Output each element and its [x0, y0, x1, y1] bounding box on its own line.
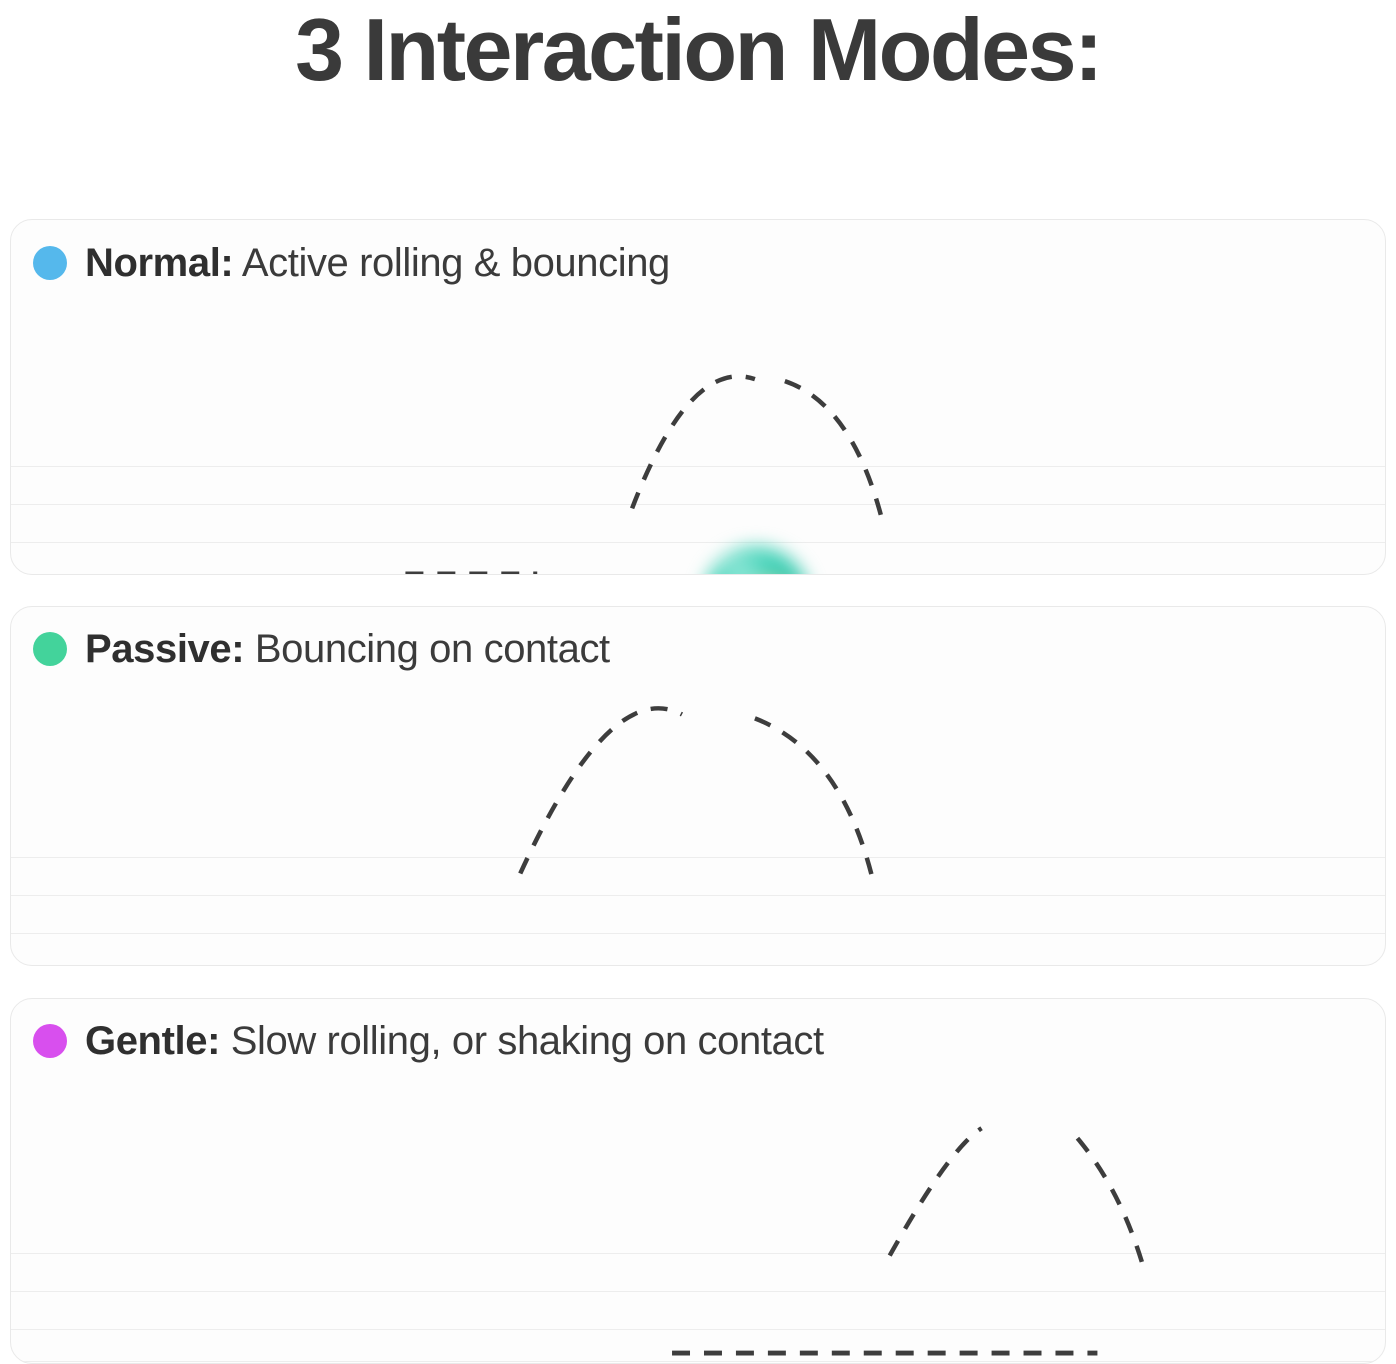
- trajectory-scene-gentle: [672, 1126, 1145, 1356]
- mode-description-passive: Bouncing on contact: [254, 627, 610, 671]
- mode-name-gentle: Gentle:: [85, 1019, 220, 1063]
- trajectory-scene-normal: [405, 374, 884, 574]
- bounce-arc-up: [518, 706, 684, 875]
- blue-dot-icon: [33, 246, 67, 280]
- mode-description-normal: Active rolling & bouncing: [241, 241, 670, 285]
- page-title: 3 Interaction Modes:: [295, 0, 1103, 99]
- mode-panel-gentle: Gentle: Slow rolling, or shaking on cont…: [10, 998, 1386, 1364]
- bounce-arc-down: [754, 716, 874, 877]
- bounce-arc-down: [784, 378, 884, 519]
- bounce-arc-down: [1075, 1136, 1145, 1265]
- bounce-arc-up: [629, 374, 756, 510]
- green-dot-icon: [33, 632, 67, 666]
- magenta-dot-icon: [33, 1024, 67, 1058]
- mode-label-gentle: Gentle: Slow rolling, or shaking on cont…: [33, 1018, 824, 1064]
- mode-name-passive: Passive:: [85, 627, 245, 671]
- trajectory-scene-passive: [518, 706, 874, 877]
- mode-label-passive: Passive: Bouncing on contact: [33, 626, 610, 672]
- mode-panel-passive: Passive: Bouncing on contact: [10, 606, 1386, 966]
- mode-name-normal: Normal:: [85, 241, 234, 285]
- bounce-arc-up: [887, 1126, 983, 1257]
- mode-description-gentle: Slow rolling, or shaking on contact: [230, 1019, 824, 1063]
- mode-label-normal: Normal: Active rolling & bouncing: [33, 240, 670, 286]
- mode-panel-normal: Normal: Active rolling & bouncing: [10, 219, 1386, 575]
